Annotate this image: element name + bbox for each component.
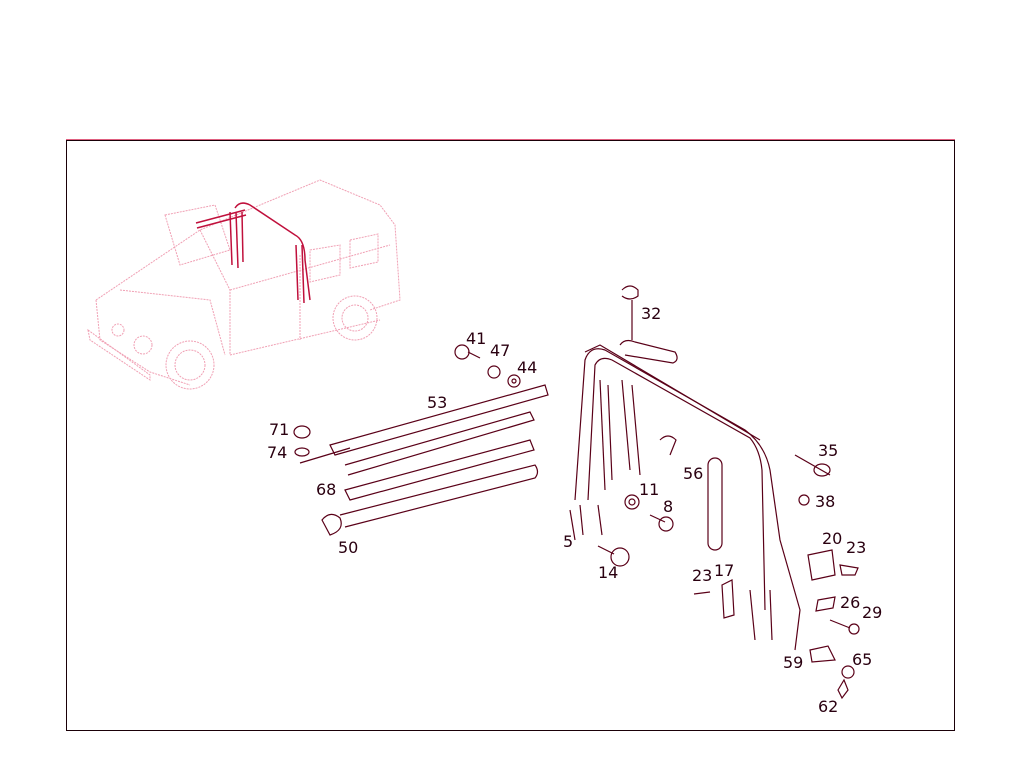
callout-59[interactable]: 59 [783, 653, 804, 672]
callout-14[interactable]: 14 [598, 563, 619, 582]
exploded-parts [293, 285, 860, 700]
callout-53[interactable]: 53 [427, 393, 448, 412]
callout-23[interactable]: 23 [846, 538, 867, 557]
callout-35[interactable]: 35 [818, 441, 839, 460]
callout-23-left[interactable]: 23 [692, 566, 713, 585]
callout-17[interactable]: 17 [714, 561, 735, 580]
callout-74[interactable]: 74 [267, 443, 288, 462]
callout-44[interactable]: 44 [517, 358, 538, 377]
callout-68[interactable]: 68 [316, 480, 337, 499]
callout-38[interactable]: 38 [815, 492, 836, 511]
callout-29[interactable]: 29 [862, 603, 883, 622]
callout-32[interactable]: 32 [641, 304, 662, 323]
vehicle-highlight [195, 202, 311, 304]
callout-65[interactable]: 65 [852, 650, 873, 669]
callout-41[interactable]: 41 [466, 329, 487, 348]
callout-11[interactable]: 11 [639, 480, 660, 499]
callout-56[interactable]: 56 [683, 464, 704, 483]
callout-47[interactable]: 47 [490, 341, 511, 360]
diagram-frame [66, 140, 955, 731]
callout-8[interactable]: 8 [663, 497, 674, 516]
callout-71[interactable]: 71 [269, 420, 290, 439]
callout-26[interactable]: 26 [840, 593, 861, 612]
vehicle-outline [87, 179, 401, 390]
callout-62[interactable]: 62 [818, 697, 839, 716]
callout-50[interactable]: 50 [338, 538, 359, 557]
callout-5[interactable]: 5 [563, 532, 574, 551]
callout-20[interactable]: 20 [822, 529, 843, 548]
